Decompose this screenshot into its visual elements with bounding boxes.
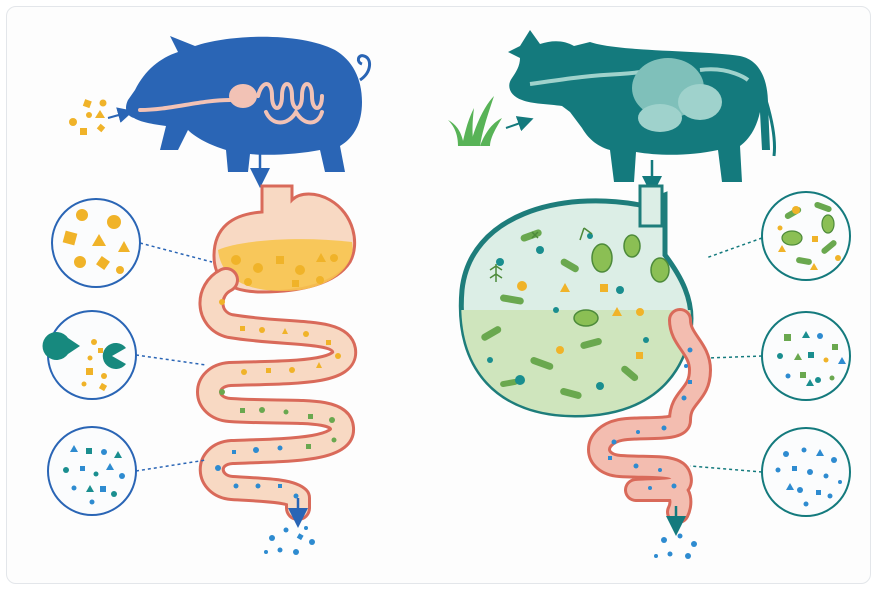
pig-zoom-circle-enzyme xyxy=(43,311,136,399)
esophagus xyxy=(640,186,662,226)
pig-panel xyxy=(43,36,370,555)
pig-zoom-connectors xyxy=(136,243,212,471)
pig-zoom-circle-absorbed xyxy=(48,427,136,515)
cow-zoom-circle-fermentation xyxy=(762,312,850,400)
cow-zoom-circle-microbes xyxy=(762,192,850,280)
small-intestine-outline xyxy=(209,280,344,508)
cow-panel xyxy=(440,30,850,559)
grazing-arrow xyxy=(506,121,526,128)
absorbed-particles-pig xyxy=(264,526,315,555)
food-particles-in xyxy=(69,99,107,135)
ingestion-arrow xyxy=(108,113,126,118)
pig-zoom-circle-whole-food xyxy=(52,199,140,287)
pig-stomach-intestine xyxy=(209,186,355,555)
grass-icon xyxy=(448,96,502,146)
cow-zoom-circle-absorbed xyxy=(762,428,850,516)
rumen xyxy=(440,186,710,559)
absorbed-particles-cow xyxy=(654,534,697,560)
microbe-icon xyxy=(782,231,802,245)
microbe-icon xyxy=(822,215,834,233)
